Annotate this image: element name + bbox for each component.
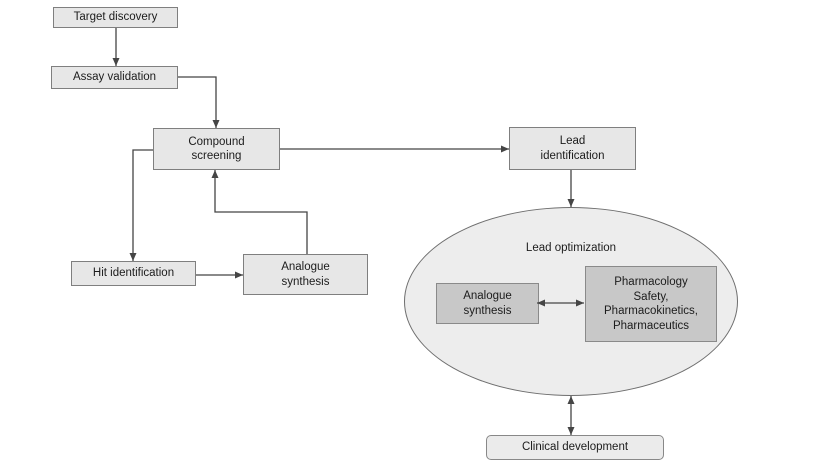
node-lead-identification: Lead identification	[509, 127, 636, 170]
node-analogue-synthesis: Analogue synthesis	[243, 254, 368, 295]
node-analogue-synthesis-inner: Analogue synthesis	[436, 283, 539, 324]
arrow-assay-to-compound	[178, 76, 220, 128]
node-assay-validation: Assay validation	[51, 66, 178, 89]
node-target-discovery: Target discovery	[53, 7, 178, 28]
lead-optimization-label: Lead optimization	[525, 242, 617, 254]
lead-optimization-ellipse: Lead optimization Analogue synthesis Pha…	[404, 207, 738, 396]
node-pharmacology-safety: Pharmacology Safety, Pharmacokinetics, P…	[585, 266, 717, 342]
node-hit-identification: Hit identification	[71, 261, 196, 286]
arrow-analogue-to-compound	[211, 170, 308, 254]
node-compound-screening: Compound screening	[153, 128, 280, 170]
node-clinical-development: Clinical development	[486, 435, 664, 460]
arrow-compound-to-hit	[129, 149, 153, 261]
